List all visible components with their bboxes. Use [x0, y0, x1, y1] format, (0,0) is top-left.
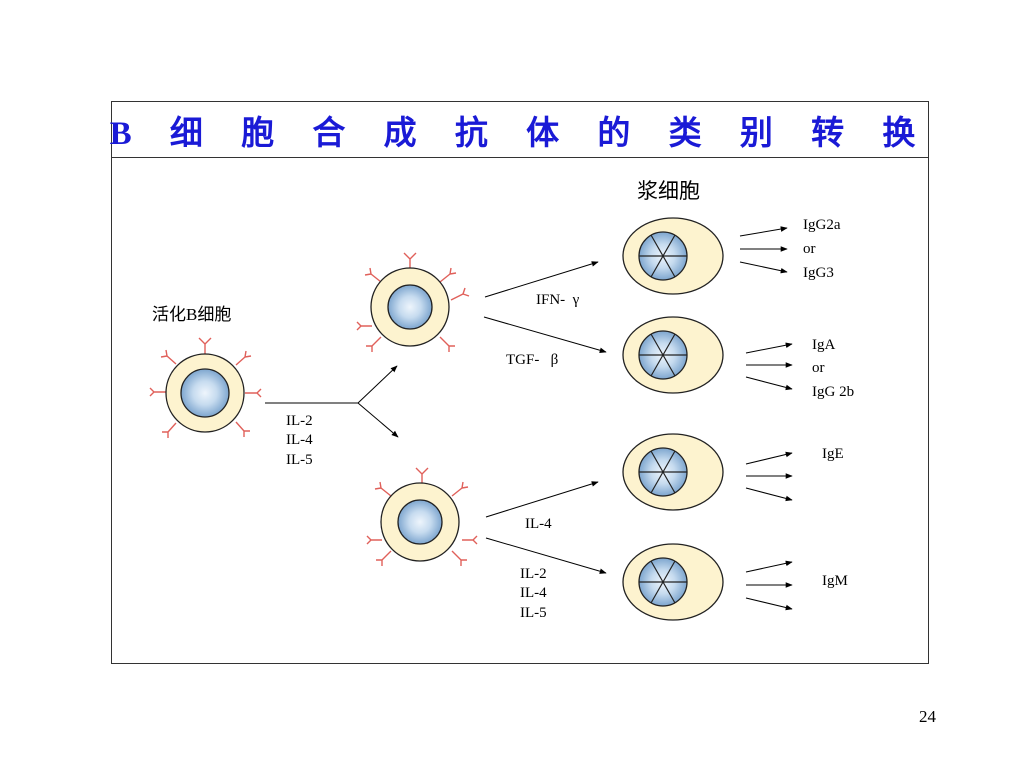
- antibody-receptors: [366, 467, 478, 566]
- antibody-label: or: [812, 360, 825, 376]
- antibody-receptors: [356, 252, 470, 352]
- igm-cytokine-list: IL-2 IL-4 IL-5: [520, 566, 547, 621]
- diagram-frame: B 细 胞 合 成 抗 体 的 类 别 转 换: [109, 101, 931, 664]
- b-cell-nucleus: [180, 368, 230, 418]
- secretion-arrows: [739, 226, 793, 611]
- plasma-cell-label: 浆细胞: [637, 179, 700, 203]
- plasma-cell-ige: [622, 433, 724, 511]
- plasma-cell-igg2a: [622, 217, 724, 295]
- page-number: 24: [919, 707, 936, 726]
- il4-label: IL-4: [525, 516, 552, 532]
- antibody-label: IgA: [812, 337, 835, 353]
- cytokine-label: IL-2: [520, 566, 547, 582]
- cytokine-label: IL-4: [286, 432, 313, 448]
- antibody-label: IgG3: [803, 265, 834, 281]
- antibody-label: IgG 2b: [812, 384, 854, 400]
- activated-b-cell: [149, 337, 262, 438]
- antibody-label: or: [803, 241, 816, 257]
- differentiation-arrows: [483, 261, 607, 574]
- activated-b-cell-label: 活化B细胞: [152, 305, 231, 324]
- antibody-label: IgG2a: [803, 217, 841, 233]
- cytokine-label: IL-5: [286, 452, 313, 468]
- branch-connector: [265, 365, 399, 438]
- activated-cytokine-list: IL-2 IL-4 IL-5: [286, 413, 313, 468]
- ifn-gamma-label: IFN- γ: [536, 292, 580, 308]
- plasma-cell-igm: [622, 543, 724, 621]
- iga-output: IgA or IgG 2b: [812, 337, 854, 400]
- antibody-receptors: [149, 337, 262, 438]
- title-bar: B 细 胞 合 成 抗 体 的 类 别 转 换: [109, 102, 931, 158]
- cytokine-label: IL-5: [520, 605, 547, 621]
- lower-b-cell: [366, 467, 478, 566]
- upper-b-cell: [356, 252, 470, 352]
- cytokine-label: IL-4: [520, 585, 547, 601]
- ige-label: IgE: [822, 446, 844, 462]
- cytokine-label: IL-2: [286, 413, 313, 429]
- slide-title: B 细 胞 合 成 抗 体 的 类 别 转 换: [109, 115, 931, 152]
- plasma-cell-iga: [622, 316, 724, 394]
- tgf-beta-label: TGF- β: [506, 352, 558, 368]
- igm-label: IgM: [822, 573, 848, 589]
- igg2a-output: IgG2a or IgG3: [803, 217, 841, 281]
